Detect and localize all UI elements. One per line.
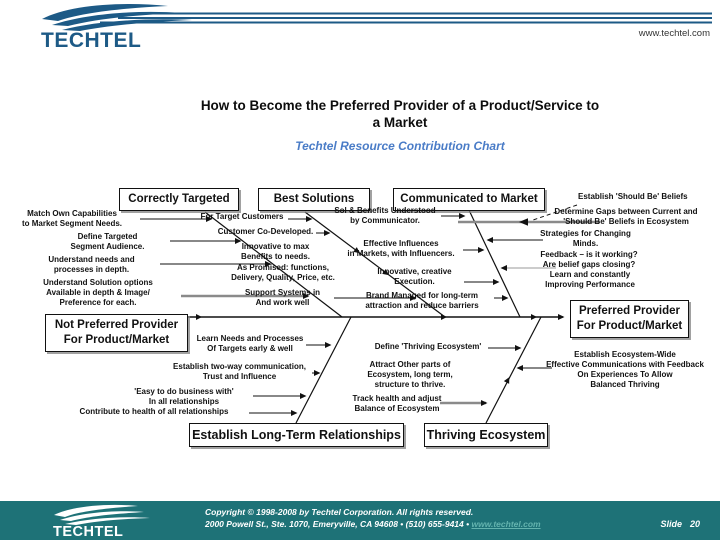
title-block: How to Become the Preferred Provider of …	[80, 98, 720, 153]
label-define-targeted-segment: Define Targeted Segment Audience.	[70, 232, 145, 251]
label-match-own-capabilities: Match Own Capabilities to Market Segment…	[21, 209, 123, 228]
footer-copyright-line2: 2000 Powell St., Ste. 1070, Emeryville, …	[205, 518, 541, 530]
box-correctly-targeted: Correctly Targeted	[119, 188, 239, 211]
spine-line	[186, 314, 565, 320]
slide-label: Slide	[660, 519, 682, 529]
footer-website-link[interactable]: www.techtel.com	[471, 519, 541, 530]
label-feedback-working: Feedback – is it working? Are belief gap…	[540, 250, 638, 269]
label-understand-solution-options: Understand Solution options Available in…	[43, 278, 153, 307]
box-best-solutions: Best Solutions	[258, 188, 370, 211]
box-thriving-ecosystem: Thriving Ecosystem	[424, 423, 548, 447]
label-innovative-creative-execution: Innovative, creative Execution.	[377, 267, 452, 286]
bone-lines	[204, 207, 542, 424]
box-preferred-provider: Preferred Provider For Product/Market	[570, 300, 689, 338]
label-sol-benefits-understood: Sol & Benefits Understood by Communicato…	[334, 206, 436, 225]
label-establish-should-be-beliefs: Establish 'Should Be' Beliefs	[578, 192, 688, 201]
label-attract-other-parts: Attract Other parts of Ecosystem, long t…	[367, 360, 453, 389]
footer-copyright-line1: Copyright © 1998-2008 by Techtel Corpora…	[205, 507, 474, 517]
label-understand-needs: Understand needs and processes in depth.	[48, 255, 135, 274]
page-subtitle: Techtel Resource Contribution Chart	[295, 138, 505, 153]
footer-address: 2000 Powell St., Ste. 1070, Emeryville, …	[205, 519, 472, 530]
label-contribute-to-health: Contribute to health of all relationship…	[79, 407, 229, 416]
label-learn-constantly: Learn and constantly Improving Performan…	[545, 270, 635, 289]
label-easy-to-do-business: 'Easy to do business with' In all relati…	[134, 387, 234, 406]
should-be-beliefs-dashed-line	[532, 204, 578, 221]
label-define-thriving-ecosystem: Define 'Thriving Ecosystem'	[374, 342, 482, 351]
label-determine-gaps: Determine Gaps between Current and 'Shou…	[554, 207, 698, 226]
footer-copyright: Copyright © 1998-2008 by Techtel Corpora…	[205, 506, 541, 531]
page-title-line2: a Market	[372, 114, 428, 130]
label-establish-ecosystem-wide: Establish Ecosystem-Wide Effective Commu…	[546, 350, 704, 389]
page-title-line1: How to Become the Preferred Provider of …	[200, 98, 600, 113]
gray-connector-arrows	[181, 218, 600, 406]
box-communicated-to-market: Communicated to Market	[393, 188, 545, 211]
slide-number-value: 20	[689, 519, 700, 529]
label-connector-arrows	[140, 213, 552, 416]
footer-logo-wordmark: TECHTEL	[53, 524, 123, 539]
box-not-preferred-provider: Not Preferred Provider For Product/Marke…	[45, 314, 188, 352]
footer-techtel-logo-icon: TECHTEL	[53, 504, 150, 539]
label-effective-influences: Effective Influences in Markets, with In…	[347, 239, 455, 258]
label-learn-needs-processes: Learn Needs and Processes Of Targets ear…	[196, 334, 304, 353]
label-establish-two-way: Establish two-way communication, Trust a…	[173, 362, 306, 381]
logo-wordmark: TECHTEL	[41, 29, 141, 52]
label-brand-managed: Brand Managed for long-term attraction a…	[365, 291, 479, 310]
label-for-target-customers: For Target Customers	[200, 212, 284, 221]
footer-bar: TECHTEL Copyright © 1998-2008 by Techtel…	[0, 501, 720, 540]
header-website-link[interactable]: www.techtel.com	[638, 28, 710, 39]
label-as-promised: As Promised: functions, Delivery, Qualit…	[231, 263, 335, 282]
slide-number: Slide 20	[660, 519, 700, 529]
box-establish-long-term-relationships: Establish Long-Term Relationships	[189, 423, 404, 447]
label-strategies-for-changing-minds: Strategies for Changing Minds.	[540, 229, 631, 248]
label-track-health-adjust: Track health and adjust Balance of Ecosy…	[352, 394, 442, 413]
bone-tick-arrowheads	[353, 247, 510, 384]
label-customer-co-developed: Customer Co-Developed.	[217, 227, 314, 236]
label-innovative-to-max: Innovative to max Benefits to needs.	[241, 242, 310, 261]
techtel-logo-icon: TECHTEL	[41, 3, 712, 52]
label-support-systems: Support Systems in And work well	[244, 288, 321, 307]
